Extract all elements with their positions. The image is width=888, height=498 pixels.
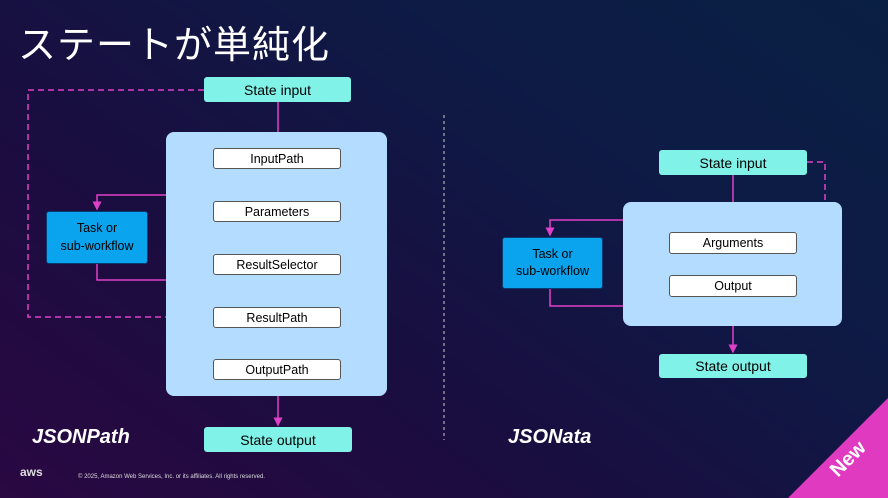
jsonpath-task-box: Task or sub-workflow bbox=[46, 211, 148, 264]
step-parameters: Parameters bbox=[213, 201, 341, 222]
jsonpath-state-input: State input bbox=[204, 77, 351, 102]
step-inputpath: InputPath bbox=[213, 148, 341, 169]
copyright: © 2025, Amazon Web Services, Inc. or its… bbox=[78, 474, 265, 480]
step-resultpath: ResultPath bbox=[213, 307, 341, 328]
jsonata-state-panel bbox=[623, 202, 842, 326]
step-outputpath: OutputPath bbox=[213, 359, 341, 380]
jsonata-task-box: Task or sub-workflow bbox=[502, 237, 603, 289]
new-badge: New bbox=[788, 398, 888, 498]
step-output: Output bbox=[669, 275, 797, 297]
jsonata-label: JSONata bbox=[508, 426, 592, 448]
step-arguments: Arguments bbox=[669, 232, 797, 254]
page-title: ステートが単純化 bbox=[18, 23, 331, 67]
aws-logo: aws bbox=[20, 465, 43, 479]
jsonata-state-output: State output bbox=[659, 354, 807, 378]
step-resultselector: ResultSelector bbox=[213, 254, 341, 275]
jsonpath-label: JSONPath bbox=[32, 426, 130, 448]
jsonpath-state-output: State output bbox=[204, 427, 352, 452]
jsonata-state-input: State input bbox=[659, 150, 807, 175]
